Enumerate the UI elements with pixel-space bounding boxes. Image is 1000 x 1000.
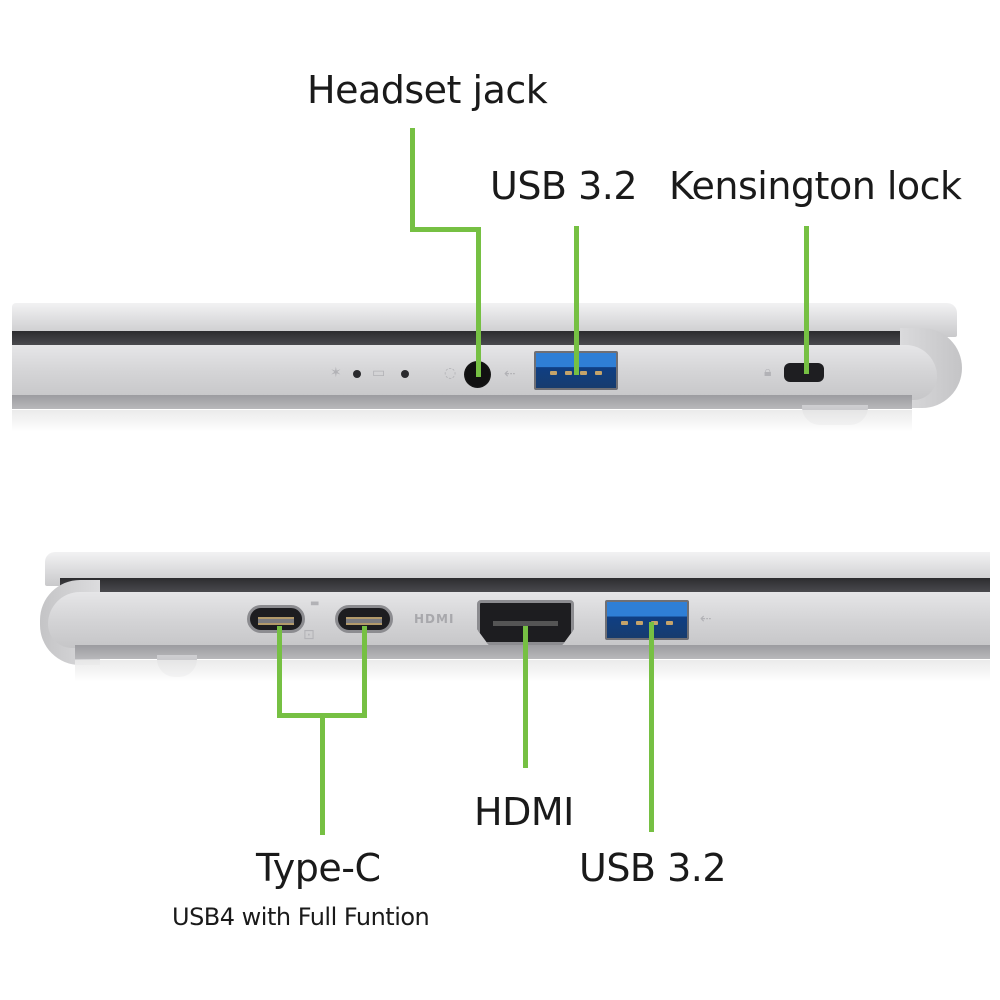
- floor-shadow: [75, 660, 990, 682]
- usb-right-label: USB 3.2: [490, 164, 638, 208]
- usb-c-port-1: [247, 605, 305, 633]
- battery-led: [401, 370, 409, 378]
- usb-left-label: USB 3.2: [579, 846, 727, 890]
- power-led: [353, 370, 361, 378]
- kensington-lock-label: Kensington lock: [669, 164, 962, 208]
- battery-led-icon: ▭: [372, 365, 386, 381]
- thunderbolt-display-icon: ▬: [310, 598, 320, 609]
- lock-symbol-icon: 🔒︎: [764, 364, 772, 380]
- usb-right-callout-line: [574, 226, 579, 375]
- typec-callout-line: [277, 626, 282, 718]
- base-bottom-edge: [75, 645, 990, 659]
- kensington-callout-line: [804, 226, 809, 374]
- usb-symbol-icon: ⇠: [504, 366, 516, 382]
- typec-callout-line: [362, 626, 367, 718]
- hdmi-callout-line: [523, 626, 528, 768]
- hdmi-logo: HDMI: [414, 612, 455, 626]
- typec-label: Type-C: [256, 846, 381, 890]
- floor-shadow: [12, 410, 912, 432]
- headset-icon: ◌: [444, 365, 457, 381]
- hdmi-label: HDMI: [474, 790, 574, 834]
- usb-a-port-left: [605, 600, 689, 640]
- typec-callout-line: [320, 713, 325, 835]
- usb-left-callout-line: [649, 622, 654, 832]
- typec-sublabel: USB4 with Full Funtion: [172, 903, 430, 931]
- base-bottom-edge: [12, 395, 912, 409]
- thunderbolt-display-icon: ⊡: [303, 627, 315, 643]
- headset-jack-label: Headset jack: [307, 68, 548, 112]
- power-led-icon: ✶: [330, 365, 342, 381]
- headset-callout-line: [476, 227, 481, 377]
- usb-symbol-icon: ⇠: [700, 611, 712, 627]
- headset-callout-line: [410, 227, 480, 232]
- lid-gap: [60, 578, 990, 592]
- lid-gap: [12, 331, 932, 345]
- headset-callout-line: [410, 128, 415, 231]
